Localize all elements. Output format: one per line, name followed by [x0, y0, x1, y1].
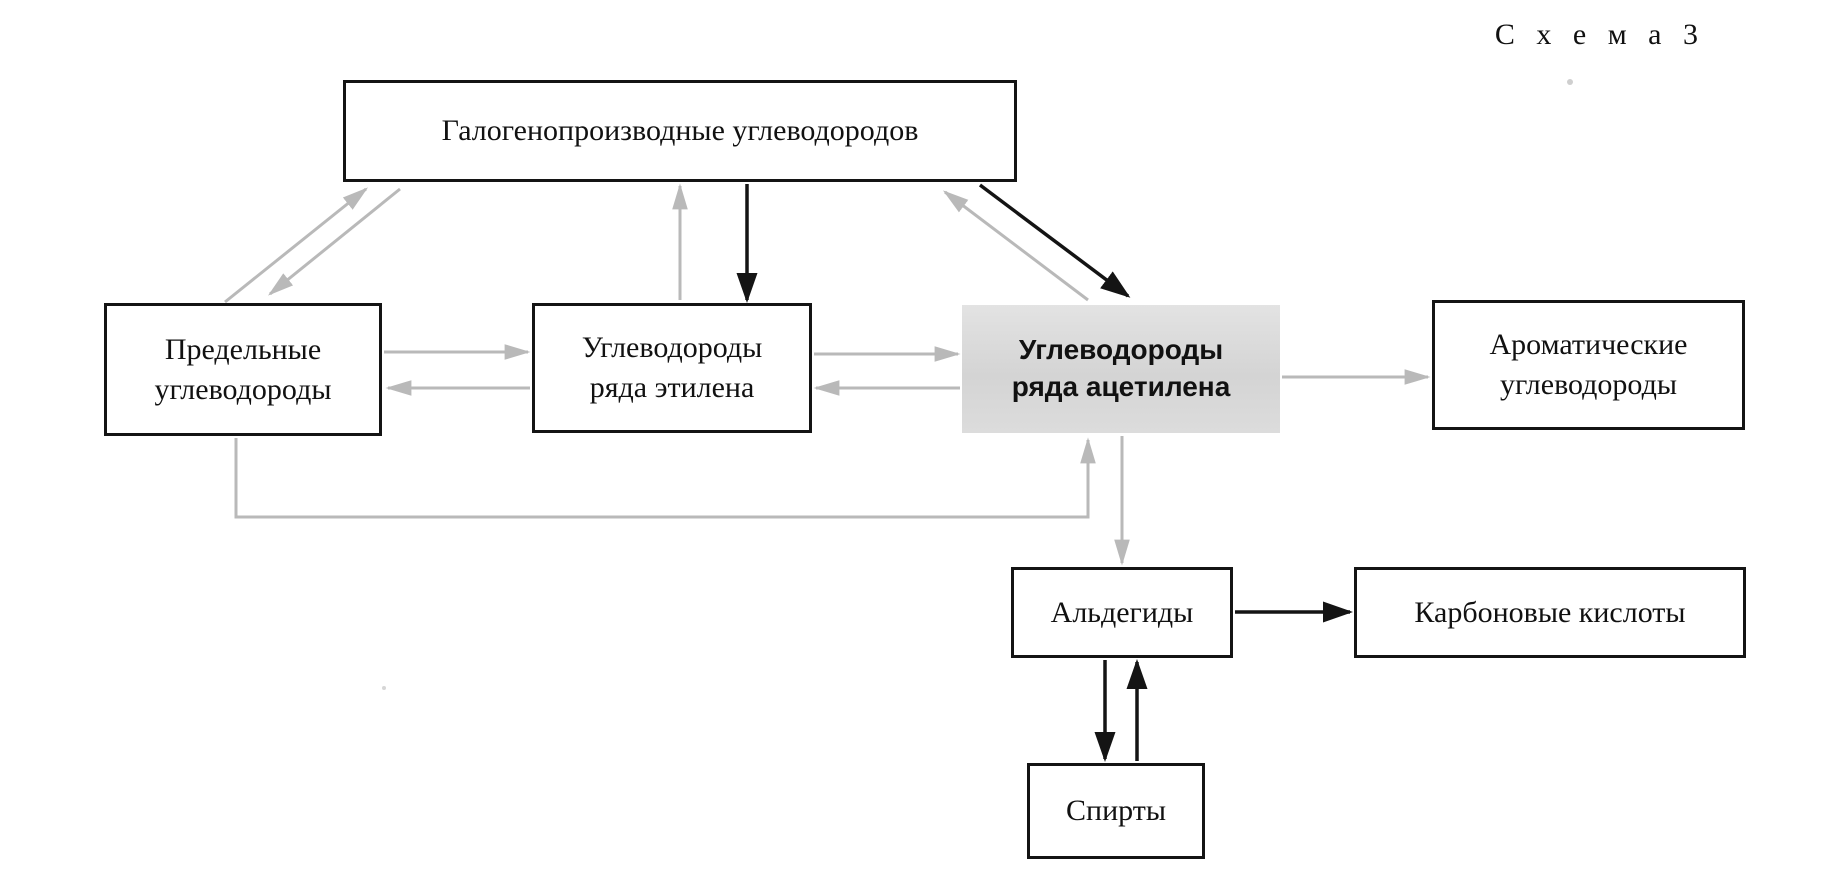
node-acetylene-series: Углеводороды ряда ацетилена [962, 305, 1280, 433]
node-aromatic-hydrocarbons: Ароматические углеводороды [1432, 300, 1745, 430]
arrow-alkane-to-halo [224, 187, 369, 304]
arrow-halo-to-alkyne [978, 183, 1131, 298]
node-label: Углеводороды ряда этилена [581, 331, 763, 404]
scheme-label: С х е м а 3 [1494, 18, 1705, 51]
arrow-halo-to-alkane [267, 187, 401, 296]
node-carboxylic-acids: Карбоновые кислоты [1354, 567, 1746, 658]
scan-speck [382, 686, 386, 690]
node-ethylene-series: Углеводороды ряда этилена [532, 303, 812, 433]
node-label: Галогенопроизводные углеводородов [441, 114, 919, 148]
node-label: Предельные углеводороды [154, 332, 332, 406]
node-alcohols: Спирты [1027, 763, 1205, 859]
node-label: Спирты [1066, 794, 1166, 828]
node-label: Углеводороды ряда ацетилена [1011, 334, 1231, 402]
node-halogen-derivatives: Галогенопроизводные углеводородов [343, 80, 1017, 182]
node-saturated-hydrocarbons: Предельные углеводороды [104, 303, 382, 436]
node-label: Альдегиды [1050, 595, 1194, 629]
node-aldehydes: Альдегиды [1011, 567, 1233, 658]
arrow-alkane-to-alkyne [234, 437, 1096, 519]
arrow-alkyne-to-halo [942, 190, 1089, 302]
node-label: Карбоновые кислоты [1414, 595, 1686, 629]
scan-speck [1567, 79, 1573, 85]
node-label: Ароматические углеводороды [1489, 328, 1688, 401]
